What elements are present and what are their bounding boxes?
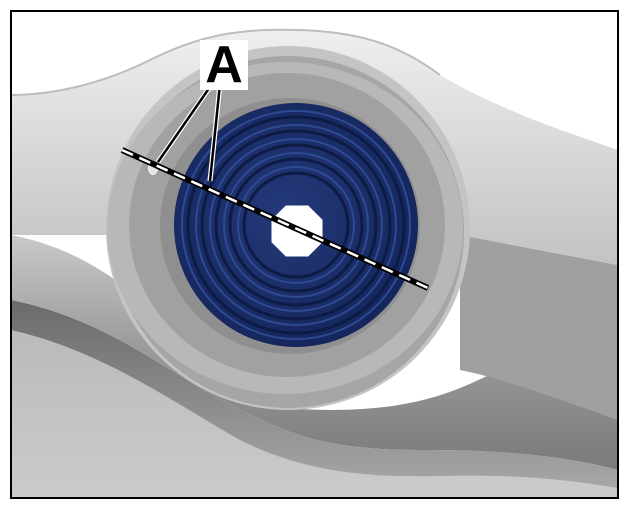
arm-right-lower [460,235,618,420]
bushing-rings [186,115,406,335]
arm-upper-edge [10,28,441,96]
arm-lower-body [11,235,618,470]
callout-leader-right [208,83,222,182]
arm-bottom-highlight [11,330,618,498]
alignment-line-outline [120,147,430,291]
bushing-ring-highlights [181,110,411,340]
figure-frame [10,10,619,499]
callout-label-a: A [200,39,248,91]
callout-leader-left [156,83,214,163]
